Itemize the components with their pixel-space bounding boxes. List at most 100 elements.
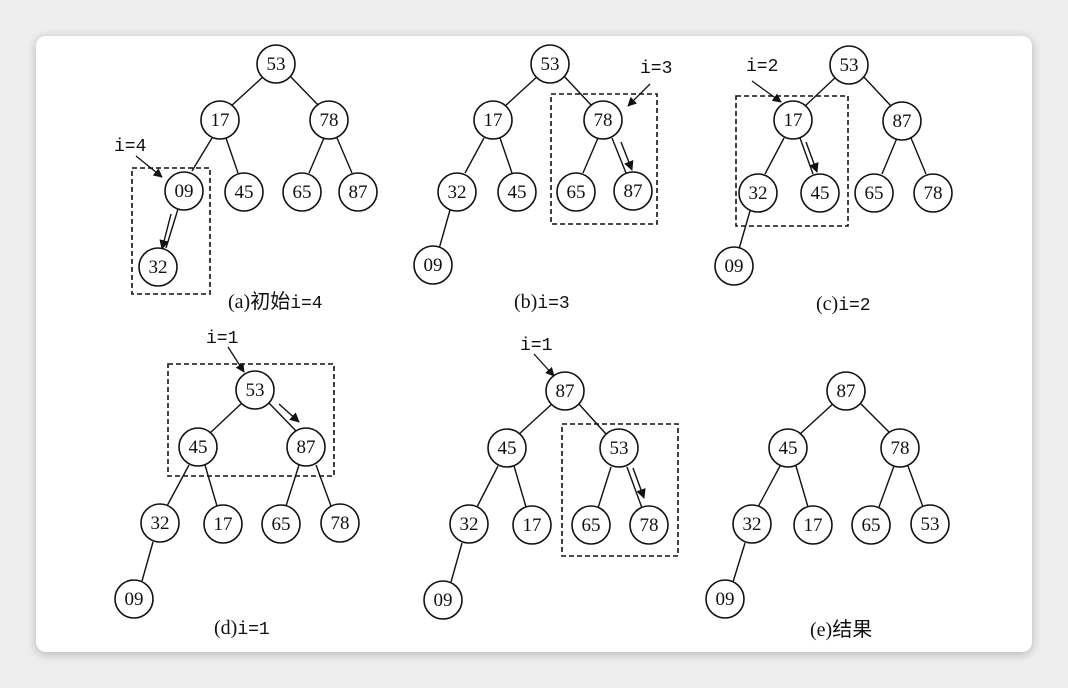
tree-node: 32 (138, 247, 178, 287)
swap-arrow (632, 467, 646, 499)
dashed-subtree-box (167, 363, 335, 477)
tree-node: 65 (556, 172, 596, 212)
tree-node: 09 (164, 171, 204, 211)
svg-text:65: 65 (865, 183, 884, 204)
svg-text:87: 87 (893, 111, 912, 132)
svg-text:65: 65 (862, 515, 881, 536)
tree-node: 87 (545, 371, 585, 411)
panel-d-continued: i=1 87 45 53 32 17 65 78 09 (423, 336, 679, 620)
tree-node: 17 (773, 100, 813, 140)
tree-node: 78 (320, 503, 360, 543)
tree-node: 45 (178, 427, 218, 467)
swap-arrow (805, 141, 819, 173)
svg-text:87: 87 (624, 181, 643, 202)
tree-node: 78 (629, 505, 669, 545)
panel-caption: (e)结果 (810, 618, 872, 641)
index-marker: i=1 (206, 329, 238, 349)
tree-node: 17 (203, 504, 243, 544)
svg-text:17: 17 (211, 110, 230, 131)
tree-node: 53 (599, 428, 639, 468)
tree-node: 87 (338, 172, 378, 212)
dashed-subtree-box (131, 167, 211, 295)
tree-node: 78 (583, 100, 623, 140)
svg-text:78: 78 (891, 438, 910, 459)
svg-text:45: 45 (189, 437, 208, 458)
svg-text:53: 53 (610, 438, 629, 459)
tree-node: 53 (829, 45, 869, 85)
svg-text:53: 53 (541, 54, 560, 75)
svg-text:53: 53 (246, 380, 265, 401)
svg-text:09: 09 (424, 255, 443, 276)
svg-text:09: 09 (175, 181, 194, 202)
pointer-arrow (135, 155, 163, 178)
tree-node: 32 (732, 504, 772, 544)
panel-a: i=4 53 17 78 09 45 65 87 32 (a)初始i=4 (114, 44, 378, 314)
tree-node: 09 (423, 580, 463, 620)
tree-node: 09 (714, 246, 754, 286)
tree-node: 45 (487, 428, 527, 468)
svg-text:32: 32 (749, 183, 768, 204)
tree-node: 53 (910, 504, 950, 544)
svg-text:87: 87 (297, 437, 316, 458)
tree-node: 78 (309, 100, 349, 140)
svg-text:65: 65 (293, 182, 312, 203)
svg-text:87: 87 (837, 381, 856, 402)
tree-node: 45 (224, 172, 264, 212)
tree-node: 53 (530, 44, 570, 84)
svg-text:32: 32 (743, 514, 762, 535)
index-marker: i=2 (746, 57, 778, 77)
svg-text:45: 45 (235, 182, 254, 203)
tree-node: 09 (705, 579, 745, 619)
tree-node: 17 (473, 100, 513, 140)
tree-node: 65 (261, 504, 301, 544)
tree-node: 17 (200, 100, 240, 140)
panel-b: i=3 53 17 78 32 45 65 87 09 (b)i=3 (413, 44, 672, 314)
tree-node: 87 (882, 101, 922, 141)
svg-text:45: 45 (779, 438, 798, 459)
pointer-arrow (751, 80, 782, 103)
svg-text:45: 45 (508, 182, 527, 203)
pointer-arrow (627, 83, 651, 107)
panel-caption: (a)初始i=4 (228, 290, 323, 314)
pointer-arrow (533, 353, 555, 377)
panel-caption: (d)i=1 (214, 617, 270, 640)
svg-text:65: 65 (272, 514, 291, 535)
tree-node: 78 (880, 428, 920, 468)
tree-node: 32 (449, 504, 489, 544)
svg-text:78: 78 (594, 110, 613, 131)
svg-text:45: 45 (811, 183, 830, 204)
tree-node: 65 (571, 505, 611, 545)
panel-d: i=1 53 45 87 32 17 65 78 09 (d)i=1 (114, 329, 360, 640)
panel-c: i=2 53 17 87 32 45 65 78 09 (c)i=2 (714, 45, 953, 316)
tree-node: 65 (854, 173, 894, 213)
panel-e: 87 45 78 32 17 65 53 09 (e)结果 (705, 371, 950, 641)
svg-text:45: 45 (498, 438, 517, 459)
tree-node: 32 (437, 172, 477, 212)
tree-node: 45 (768, 428, 808, 468)
swap-arrow (620, 141, 634, 171)
tree-node: 17 (512, 505, 552, 545)
swap-arrow (159, 213, 172, 250)
svg-text:65: 65 (567, 182, 586, 203)
svg-text:09: 09 (434, 590, 453, 611)
svg-text:17: 17 (523, 515, 542, 536)
svg-text:17: 17 (484, 110, 503, 131)
tree-node: 87 (826, 371, 866, 411)
svg-text:87: 87 (349, 182, 368, 203)
svg-text:17: 17 (804, 515, 823, 536)
dashed-subtree-box (561, 423, 679, 557)
tree-node: 09 (413, 245, 453, 285)
tree-node: 32 (738, 173, 778, 213)
tree-node: 45 (497, 172, 537, 212)
svg-text:87: 87 (556, 381, 575, 402)
svg-text:32: 32 (448, 182, 467, 203)
tree-node: 78 (913, 173, 953, 213)
svg-text:17: 17 (784, 110, 803, 131)
svg-text:09: 09 (716, 589, 735, 610)
svg-text:32: 32 (151, 513, 170, 534)
svg-text:09: 09 (725, 256, 744, 277)
tree-node: 65 (851, 505, 891, 545)
tree-node: 32 (140, 503, 180, 543)
svg-text:78: 78 (320, 110, 339, 131)
svg-text:32: 32 (460, 514, 479, 535)
